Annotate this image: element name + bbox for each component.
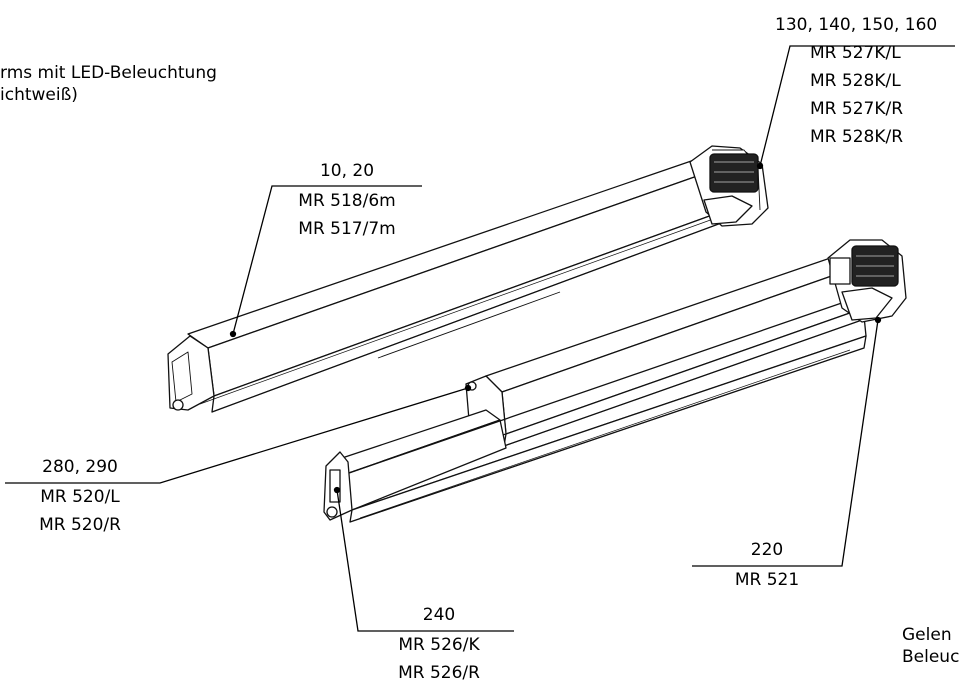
- callout-part: MR 520/R: [39, 515, 121, 535]
- callout-upper-arm: 10, 20 MR 518/6m MR 517/7m: [272, 160, 422, 240]
- callout-positions: 220: [750, 540, 784, 560]
- callout-part: MR 528K/L: [810, 71, 901, 91]
- intro-line-1: rms mit LED-Beleuchtung: [0, 63, 217, 83]
- intro-line-2: ichtweiß): [0, 85, 78, 105]
- leader-end-cap: [336, 489, 514, 632]
- leader-lower-right: [692, 319, 879, 567]
- callout-part: MR 520/L: [40, 487, 120, 507]
- callout-positions: 10, 20: [319, 161, 375, 181]
- callout-joint-left: 280, 290 MR 520/L MR 520/R: [0, 456, 150, 536]
- callout-part: MR 518/6m: [298, 191, 396, 211]
- callout-part: MR 526/R: [398, 663, 480, 683]
- footer-text: Gelen Beleuc: [902, 624, 959, 668]
- leader-lines: [5, 45, 955, 632]
- callout-part: MR 517/7m: [298, 219, 396, 239]
- footer-line-1: Gelen: [902, 625, 952, 645]
- leader-joint-left: [5, 387, 469, 484]
- leader-upper-arm: [232, 185, 422, 335]
- callout-part: MR 527K/R: [810, 99, 904, 119]
- footer-line-2: Beleuc: [902, 647, 960, 667]
- upper-arm-drawing: [167, 145, 769, 413]
- callout-part: MR 521: [734, 570, 800, 590]
- callout-part: MR 527K/L: [810, 43, 901, 63]
- callout-part: MR 526/K: [398, 635, 480, 655]
- callout-positions: 130, 140, 150, 160: [775, 15, 938, 35]
- intro-text: rms mit LED-Beleuchtung ichtweiß): [0, 62, 217, 106]
- callout-part: MR 528K/R: [810, 127, 904, 147]
- callout-end-cap: 240 MR 526/K MR 526/R: [364, 604, 514, 684]
- callout-positions: 240: [422, 605, 456, 625]
- callout-positions: 280, 290: [42, 457, 118, 477]
- leader-top-right: [759, 45, 955, 167]
- callout-lower-right: 220 MR 521: [692, 539, 842, 591]
- callout-top-right: 130, 140, 150, 160 MR 527K/L MR 528K/L M…: [775, 14, 960, 148]
- lower-arm-drawing: [323, 239, 907, 523]
